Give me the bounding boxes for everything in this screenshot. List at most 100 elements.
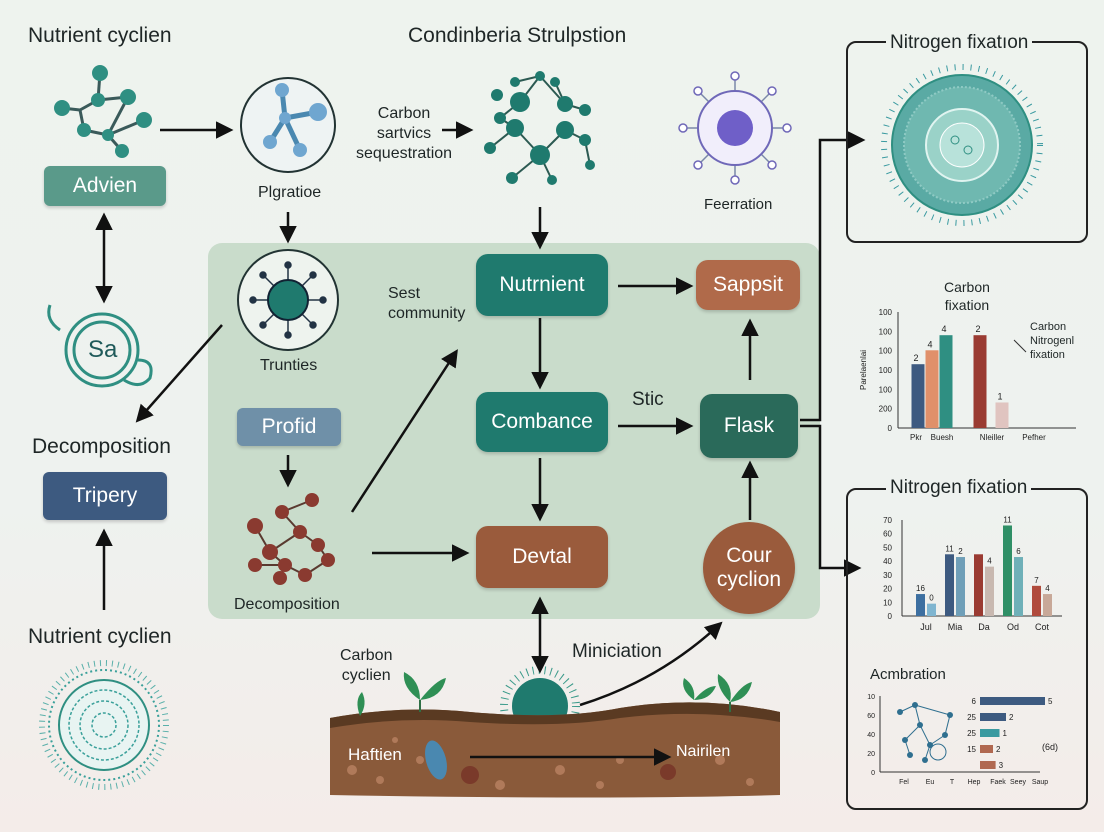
- chart3-bar: [980, 713, 1006, 721]
- chart2-x-tick: Da: [978, 622, 990, 632]
- chart3-network-node: [917, 722, 923, 728]
- chart1-y-tick: 100: [879, 327, 893, 336]
- chart2-bar: [956, 557, 965, 616]
- chart3-x-tick: Eu: [926, 779, 935, 786]
- tripery-box[interactable]: Tripery: [43, 472, 167, 520]
- chart1-annotation: Carbon Nitrogenl fixation: [1030, 321, 1075, 361]
- chart2-bar-label: 4: [987, 557, 992, 566]
- chart2-y-tick: 0: [888, 612, 893, 621]
- chart1-y-label: Parelaenlai: [859, 350, 868, 390]
- chart3-x-tick: Fel: [899, 779, 909, 786]
- devtal-box[interactable]: Devtal: [476, 526, 608, 588]
- chart2-y-tick: 40: [883, 557, 892, 566]
- combance-box[interactable]: Combance: [476, 392, 608, 452]
- label-sa: Sa: [88, 336, 118, 363]
- chart3-network-edge: [929, 734, 946, 746]
- feerration-virus-icon: [678, 71, 792, 185]
- chart3-network-ring: [929, 743, 947, 761]
- chart3-bar: [980, 761, 996, 769]
- chart1-x-tick: Nleiller: [980, 433, 1005, 442]
- label-carbon-cyclien: Carbon cyclien: [340, 647, 393, 684]
- chart2-x-tick: Cot: [1035, 622, 1050, 632]
- chart2-bar: [974, 554, 983, 616]
- chart2-x-tick: Jul: [920, 622, 932, 632]
- chart1-bar-label: 2: [975, 324, 980, 334]
- chart3-x-tick: Faek: [990, 779, 1006, 786]
- label-stic: Stic: [632, 389, 664, 410]
- trunties-virus-icon: [237, 249, 339, 351]
- chart3-network-edge: [919, 724, 931, 746]
- chart3-network-node: [947, 712, 953, 718]
- chart1-bar-label: 2: [913, 353, 918, 363]
- chart3-network-node: [922, 757, 928, 763]
- chart1-annotation-pointer: [1013, 339, 1027, 353]
- label-decomposition-small: Decomposition: [234, 596, 340, 613]
- chart2-bar-label: 11: [1003, 515, 1012, 524]
- nitrogen-bottom-title: Nitrogen fixation: [886, 477, 1032, 499]
- chart1-x-tick: Buesh: [931, 433, 954, 442]
- label-haftien: Haftien: [348, 745, 402, 764]
- chart2-x-tick: Mia: [948, 622, 963, 632]
- chart1-bar: [973, 335, 987, 428]
- chart2-y-tick: 70: [883, 516, 892, 525]
- sa-ring-icon: [47, 304, 153, 388]
- chart2-bar: [916, 594, 925, 616]
- chart2-bar-label: 7: [1034, 576, 1039, 585]
- chart2-bar: [927, 603, 936, 616]
- label-sest-community: Sest community: [388, 285, 466, 322]
- chart3-y-tick: 40: [867, 732, 875, 739]
- chart3-x-tick: T: [950, 779, 955, 786]
- chart3-annotation: (6d): [1042, 742, 1058, 752]
- chart3-category: 25: [967, 729, 976, 738]
- nutrient-box[interactable]: Nutrnient: [476, 254, 608, 316]
- chart2-y-tick: 60: [883, 530, 892, 539]
- chart1-x-tick: Pkr: [910, 433, 922, 442]
- chart3-network-edge: [914, 704, 921, 726]
- chart1-y-tick: 0: [888, 424, 893, 433]
- chart2-bar-label: 11: [945, 544, 954, 553]
- chart3-network-node: [902, 737, 908, 743]
- chart3-title: Acmbration: [870, 666, 946, 683]
- chart3-bar: [980, 745, 993, 753]
- bottom-left-cell-icon: [39, 660, 169, 790]
- chart2-bar-label: 0: [929, 594, 934, 603]
- chart2-bar-label: 2: [958, 547, 963, 556]
- plgratioe-molecule-icon: [240, 77, 336, 173]
- soil-strip-icon: [330, 702, 780, 798]
- sappsit-box[interactable]: Sappsit: [696, 260, 800, 310]
- chart3-y-tick: 0: [871, 770, 875, 777]
- chart3-bar: [980, 697, 1045, 705]
- chart3-y-tick: 60: [867, 713, 875, 720]
- chart2-bar: [1003, 525, 1012, 616]
- chart2-y-tick: 30: [883, 571, 892, 580]
- chart2-x-tick: Od: [1007, 622, 1019, 632]
- advien-box[interactable]: Advien: [44, 166, 166, 206]
- flask-box[interactable]: Flask: [700, 394, 798, 458]
- plant-sprouts-icon: [357, 672, 752, 716]
- label-feerration: Feerration: [704, 196, 773, 213]
- chart3-bar-label: 1: [1003, 729, 1008, 738]
- heading-condinberia: Condinberia Strulpstion: [408, 24, 627, 47]
- label-carbon-sartvics: Carbon sartvics sequestration: [356, 105, 453, 162]
- chart1-bar: [939, 335, 953, 428]
- chart2-bar: [1032, 585, 1041, 616]
- chart1-title: Carbon fixation: [944, 279, 990, 313]
- profid-box[interactable]: Profid: [237, 408, 341, 446]
- label-plgratioe: Plgratioe: [258, 184, 322, 201]
- nitrogen-cell-icon: [881, 64, 1043, 226]
- cour-cyclion-box[interactable]: Cour cyclion: [703, 522, 795, 614]
- chart3-y-tick: 10: [867, 694, 875, 701]
- chart2-bar: [1043, 594, 1052, 616]
- chart3-network-edge: [904, 724, 921, 741]
- heading-decomposition: Decomposition: [32, 435, 171, 458]
- chart3-bar: [980, 729, 1000, 737]
- chart2-bar: [1014, 557, 1023, 616]
- chart3-network-node: [942, 732, 948, 738]
- chart1-bar: [995, 402, 1009, 428]
- chart1-y-tick: 100: [879, 366, 893, 375]
- molecule-top-left-icon: [54, 65, 152, 158]
- chart1-bar-label: 1: [997, 391, 1002, 401]
- chart1-y-tick: 100: [879, 347, 893, 356]
- chart2-y-tick: 50: [883, 543, 892, 552]
